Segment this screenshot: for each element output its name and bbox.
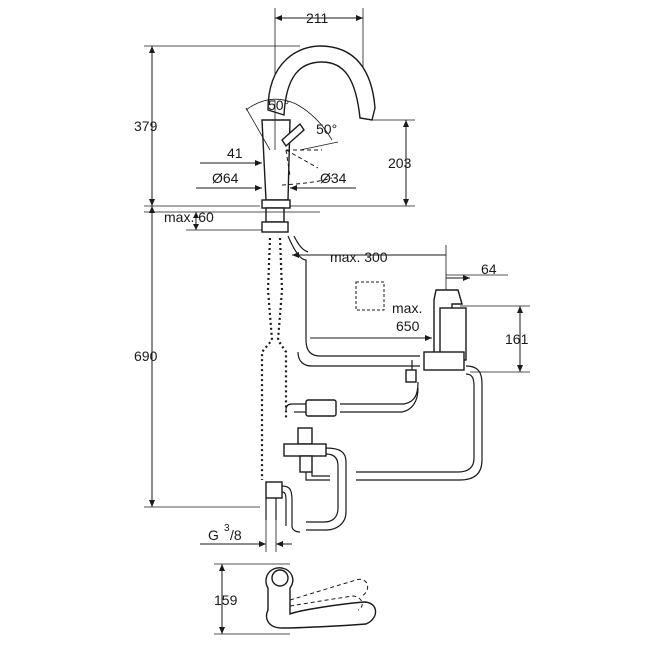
dim-thread: G 3 /8 (200, 520, 292, 552)
label-max-60: max. 60 (164, 209, 214, 225)
label-41: 41 (227, 145, 243, 161)
label-211: 211 (306, 10, 329, 26)
faucet-body (245, 45, 376, 233)
dim-spout-height: 203 (290, 119, 415, 207)
dim-max-300: max. 300 (292, 245, 447, 300)
label-159: 159 (214, 592, 238, 608)
label-thread-den: /8 (230, 527, 242, 543)
angle-valves (265, 427, 347, 533)
label-d64: Ø64 (212, 170, 239, 186)
label-64: 64 (481, 261, 497, 277)
dim-left-heights: 379 690 (134, 45, 300, 508)
label-thread-num: 3 (224, 523, 230, 534)
control-box: 161 (423, 289, 530, 373)
plan-view: 159 (214, 563, 377, 635)
label-650: 650 (396, 318, 420, 334)
label-thread-g: G (208, 527, 219, 543)
label-angle-a: 50° (268, 97, 289, 113)
dim-max-60: max. 60 (144, 209, 320, 231)
label-max: max. (392, 300, 422, 316)
dim-handle-diameters: 41 Ø64 Ø34 (196, 145, 356, 191)
label-d34: Ø34 (320, 170, 347, 186)
label-203: 203 (388, 155, 412, 171)
label-max-300: max. 300 (330, 249, 388, 265)
label-angle-b: 50° (316, 121, 337, 137)
label-379: 379 (134, 118, 158, 134)
control-hoses (285, 339, 483, 481)
dim-max-650: max. 650 (310, 300, 432, 341)
label-690: 690 (134, 348, 158, 364)
label-161: 161 (505, 331, 529, 347)
sensor-box (355, 281, 385, 311)
dim-side-64: 64 (446, 261, 508, 281)
